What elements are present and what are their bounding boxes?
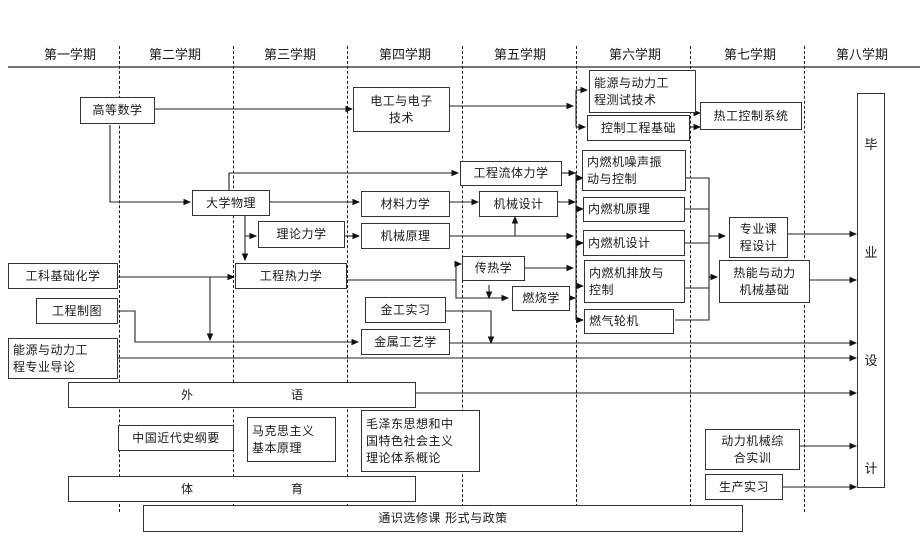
graduation-char-3: 设 [864, 354, 878, 369]
header-divider [8, 66, 920, 68]
link-metalwork-down [446, 310, 495, 345]
course-electrical-electronics: 电工与电子 技术 [353, 87, 450, 132]
link-drawing-metaltech [118, 310, 360, 346]
course-engineering-fluid: 工程流体力学 [460, 161, 562, 186]
course-general-electives: 通识选修课 形式与政策 [143, 505, 743, 532]
course-advanced-math: 高等数学 [80, 97, 155, 124]
semester-separator [119, 46, 120, 512]
course-mechanical-principles: 机械原理 [361, 223, 450, 249]
foreign-language-label-2: 语 [291, 387, 304, 402]
course-gas-turbine: 燃气轮机 [584, 309, 674, 334]
course-combustion: 燃烧学 [512, 286, 570, 311]
course-engineering-thermodynamics: 工程热力学 [235, 263, 347, 289]
foreign-language-label-1: 外 [181, 387, 194, 402]
semester-separator [690, 46, 691, 512]
semester-3-header: 第三学期 [263, 48, 316, 63]
course-mao-theory: 毛泽东思想和中 国特色社会主义 理论体系概论 [361, 410, 480, 472]
semester-1-header: 第一学期 [43, 48, 96, 63]
course-ice-noise-vibration: 内燃机噪声振 动与控制 [582, 150, 686, 191]
course-ice-design: 内燃机设计 [583, 230, 685, 256]
course-machinery-training: 动力机械综 合实训 [705, 429, 800, 470]
course-marxism: 马克思主义 基本原理 [247, 417, 336, 462]
semester-7-header: 第七学期 [723, 48, 776, 63]
pe-label-2: 育 [291, 481, 304, 496]
course-measurement-technology: 能源与动力工 程测试技术 [589, 70, 696, 113]
semester-2-header: 第二学期 [148, 48, 201, 63]
course-theoretical-mechanics: 理论力学 [258, 221, 345, 248]
course-ice-principles: 内燃机原理 [583, 197, 685, 222]
course-material-mechanics: 材料力学 [361, 191, 450, 217]
semester-5-header: 第五学期 [493, 48, 546, 63]
course-physical-education: 体 育 [68, 476, 416, 502]
course-college-physics: 大学物理 [192, 190, 270, 216]
course-heat-transfer: 传热学 [462, 256, 525, 281]
graduation-char-1: 毕 [864, 138, 878, 153]
graduation-design: 毕 业 设 计 [857, 93, 885, 488]
course-modern-history: 中国近代史纲要 [118, 425, 234, 451]
course-engineering-chemistry: 工科基础化学 [8, 263, 118, 289]
course-ice-emission: 内燃机排放与 控制 [584, 260, 685, 303]
course-thermal-machinery: 热能与动力 机械基础 [719, 260, 810, 303]
course-production-practice: 生产实习 [705, 474, 783, 500]
pe-label-1: 体 [181, 481, 194, 496]
course-major-intro: 能源与动力工 程专业导论 [8, 338, 118, 379]
link-sem6-sem7-collector [675, 177, 710, 321]
semester-4-header: 第四学期 [378, 48, 431, 63]
link-math-physics [109, 125, 192, 206]
course-engineering-drawing: 工程制图 [36, 298, 118, 324]
graduation-char-4: 计 [864, 462, 878, 477]
course-mechanical-design: 机械设计 [479, 191, 558, 217]
graduation-char-2: 业 [864, 246, 878, 261]
course-metal-technology: 金属工艺学 [361, 329, 450, 355]
link-thermo-combustion [455, 280, 510, 302]
course-project-design: 专业课 程设计 [729, 217, 788, 258]
course-control-engineering: 控制工程基础 [587, 115, 690, 141]
course-foreign-language: 外 语 [68, 382, 416, 408]
link-thermo-heat [347, 260, 463, 281]
semester-6-header: 第六学期 [608, 48, 661, 63]
course-thermal-control-system: 热工控制系统 [700, 102, 802, 130]
course-metalwork-practice: 金工实习 [365, 297, 446, 323]
semester-8-header: 第八学期 [835, 48, 888, 63]
link-physics-fluid [228, 169, 460, 193]
semester-separator [347, 46, 348, 512]
